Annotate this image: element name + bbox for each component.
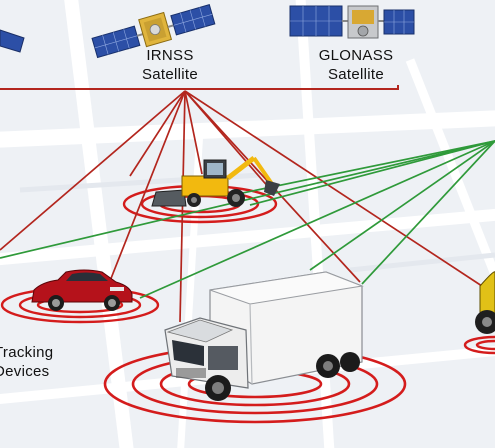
left-satellite-panel [0,29,25,53]
irnss-label-line2: Satellite [141,66,199,83]
tracking-devices-label: Tracking Devices [0,343,84,381]
excavator-icon [151,156,280,207]
glonass-label-line2: Satellite [327,66,385,83]
devices-label-line2: Devices [0,363,50,380]
truck-icon [164,271,364,401]
glonass-label-line1: GLONASS [318,47,394,64]
satellite-link-bar [0,85,399,90]
devices-label-line1: Tracking [0,344,54,361]
bike-signal-rings [463,335,495,355]
irnss-label-line1: IRNSS [146,47,194,64]
irnss-satellite-label: IRNSS Satellite [120,46,220,84]
irnss-satellite-icon [91,4,216,59]
glonass-satellite-label: GLONASS Satellite [296,46,416,84]
motorbike-icon [475,271,495,334]
car-icon [31,269,133,311]
glonass-satellite-icon [289,5,415,39]
